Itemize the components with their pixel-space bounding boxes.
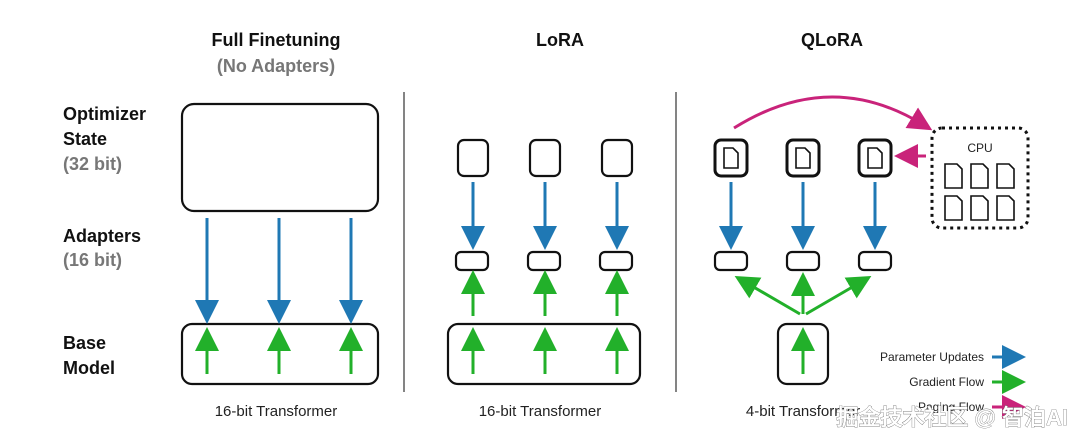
qlora-adapter-boxes — [713, 250, 893, 272]
legend-label-gradient-flow: Gradient Flow — [909, 375, 984, 389]
legend-label-parameter-updates: Parameter Updates — [880, 350, 984, 364]
lora-gradient-flow-arrows — [461, 327, 629, 374]
qlora-parameter-update-arrows — [719, 182, 887, 250]
row-label-state: State — [63, 129, 107, 149]
full-parameter-update-arrows — [195, 218, 363, 324]
column-title-lora: LoRA — [536, 30, 584, 50]
qlora-page-icons — [723, 147, 883, 169]
row-label-base: Base — [63, 333, 106, 353]
lora-parameter-update-arrows — [461, 182, 629, 250]
row-label-model: Model — [63, 358, 115, 378]
qlora-gradient-fan-arrows — [734, 272, 872, 316]
column-title-full-finetuning: Full Finetuning — [212, 30, 341, 50]
lora-gradient-to-adapter-arrows — [461, 270, 629, 316]
full-optimizer-state-box — [180, 102, 380, 213]
full-footer-label: 16-bit Transformer — [215, 403, 338, 420]
full-gradient-flow-arrows — [195, 327, 363, 374]
lora-adapter-boxes — [454, 250, 634, 272]
lora-optimizer-boxes — [456, 138, 634, 178]
qlora-footer-label: 4-bit Transformer — [746, 403, 860, 420]
cpu-label: CPU — [967, 141, 992, 155]
row-label-adapters-bits: (16 bit) — [63, 250, 122, 270]
watermark: 掘金技术社区 @ 智泊AI — [836, 405, 1068, 430]
column-subtitle-full-finetuning: (No Adapters) — [217, 56, 335, 76]
row-label-optimizer: Optimizer — [63, 104, 146, 124]
qlora-paging-to-cpu-arrow — [733, 95, 933, 131]
lora-footer-label: 16-bit Transformer — [479, 403, 602, 420]
cpu-page-icons — [944, 163, 1015, 221]
column-title-qlora: QLoRA — [801, 30, 863, 50]
row-label-adapters: Adapters — [63, 226, 141, 246]
legend-label-paging-flow: Paging Flow — [918, 400, 984, 414]
legend: Parameter Updates Gradient Flow Paging F… — [880, 345, 1026, 419]
row-label-optimizer-bits: (32 bit) — [63, 154, 122, 174]
